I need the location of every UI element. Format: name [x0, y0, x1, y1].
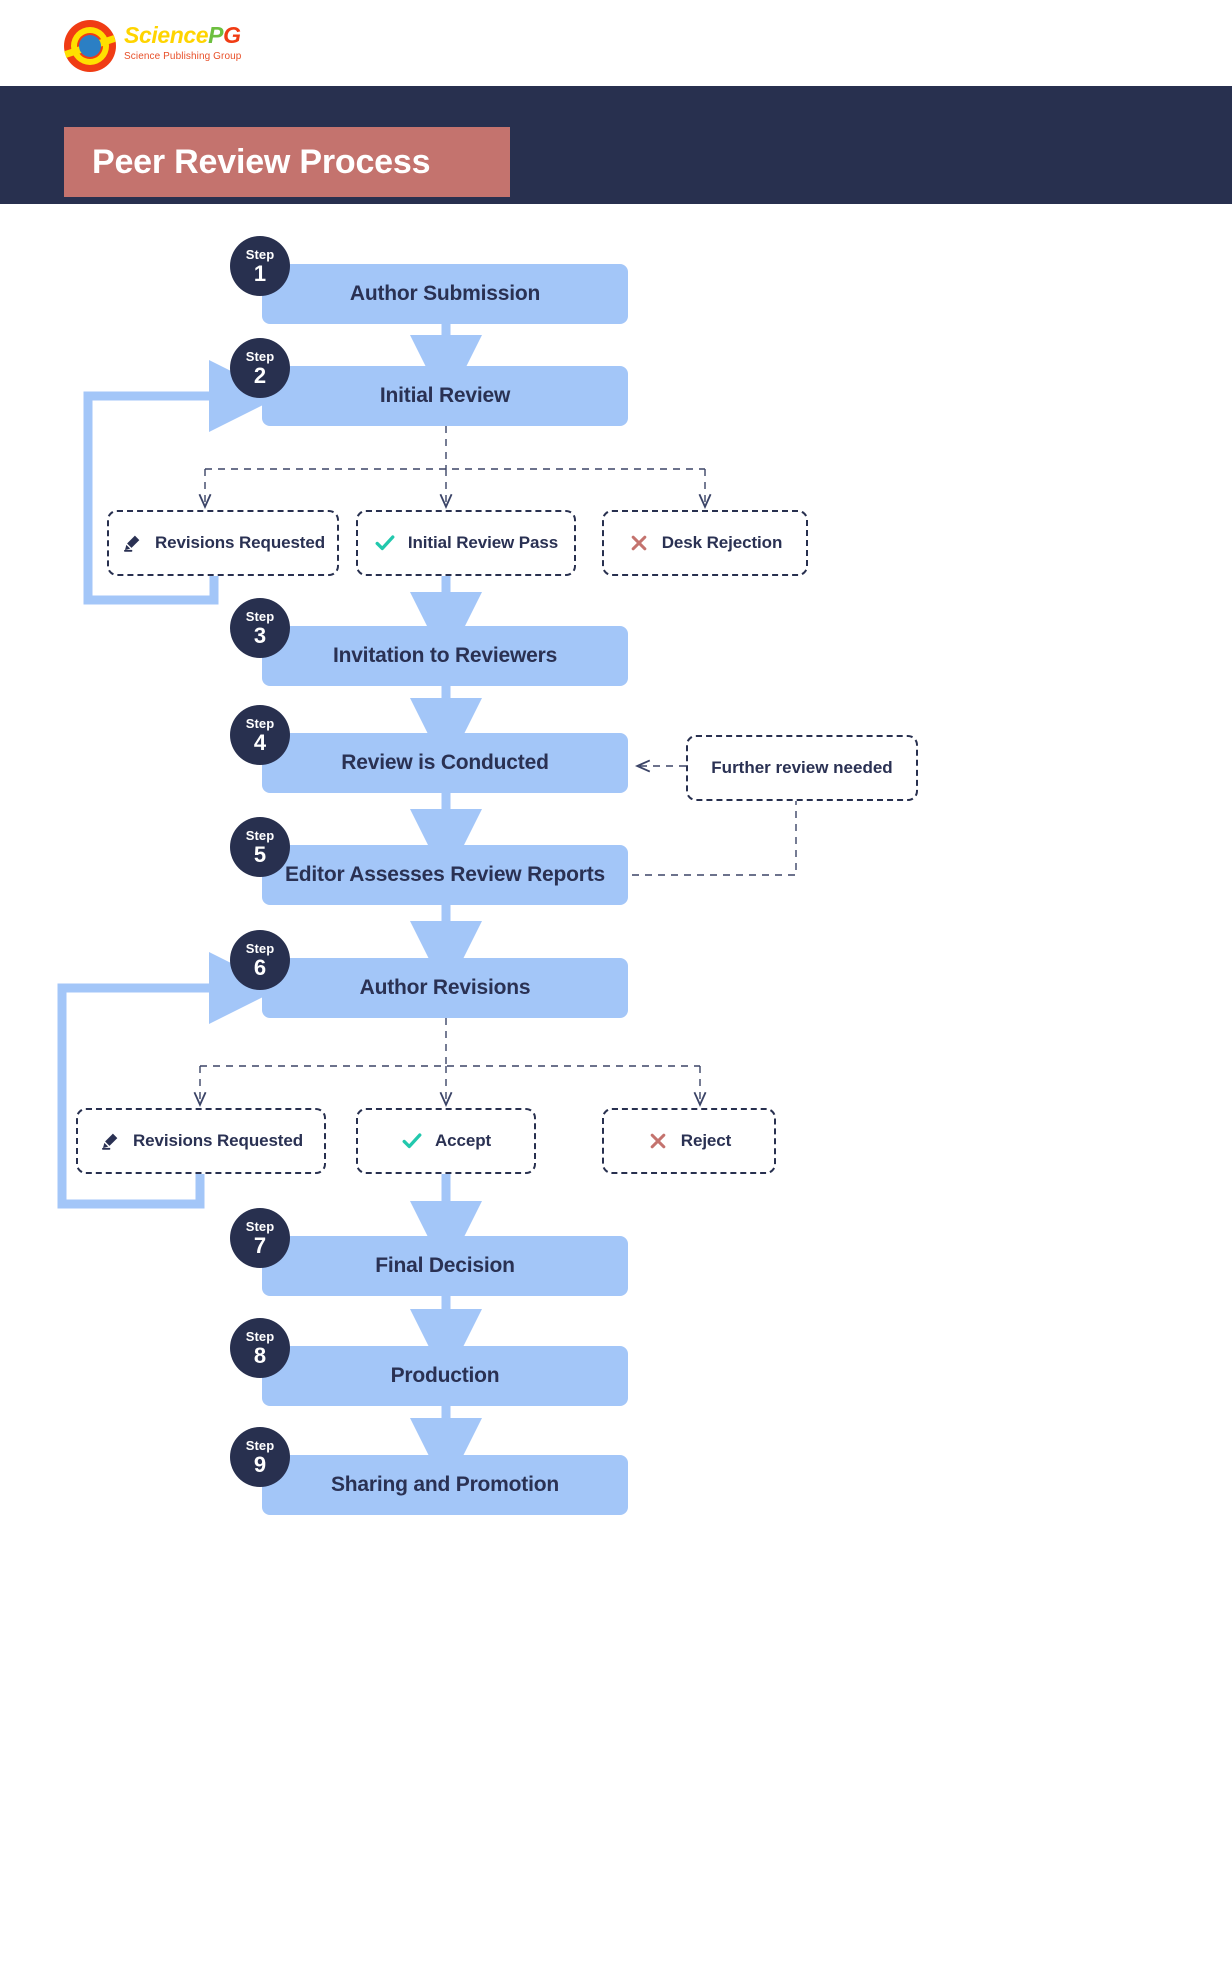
branch-node-initial-review-pass[interactable]: Initial Review Pass: [356, 510, 576, 576]
step-badge-number: 6: [253, 954, 267, 980]
step-badge-label: Step: [245, 1328, 275, 1344]
branch-node-desk-rejection[interactable]: Desk Rejection: [602, 510, 808, 576]
step-badge-7: Step 7: [230, 1208, 290, 1268]
logo-name-science: Science: [124, 22, 209, 48]
step-badge-number: 3: [253, 622, 267, 648]
step-node-author-revisions[interactable]: Author Revisions: [262, 958, 628, 1018]
title-chip: [64, 127, 510, 197]
step-badge-label: Step: [245, 940, 275, 956]
step-node-sharing-and-promotion[interactable]: Sharing and Promotion: [262, 1455, 628, 1515]
pencil-icon: [121, 532, 143, 554]
step-badge-label: Step: [245, 827, 275, 843]
branch-node-revisions-requested-2[interactable]: Revisions Requested: [76, 1108, 326, 1174]
step-node-label: Author Submission: [349, 282, 541, 305]
branch-node-label: Revisions Requested: [132, 1131, 304, 1150]
step-node-label: Production: [390, 1364, 500, 1387]
step-badge-label: Step: [245, 715, 275, 731]
logo-tagline: Science Publishing Group: [124, 51, 242, 62]
step-badge-2: Step 2: [230, 338, 290, 398]
logo-bar: SciencePG Science Publishing Group: [0, 0, 1232, 86]
step-badge-label: Step: [245, 246, 275, 262]
step-node-label: Editor Assesses Review Reports: [284, 863, 606, 886]
branch-node-label: Desk Rejection: [661, 533, 783, 552]
branch-node-revisions-requested-1[interactable]: Revisions Requested: [107, 510, 339, 576]
step-node-label: Final Decision: [375, 1254, 515, 1277]
step-node-invitation-to-reviewers[interactable]: Invitation to Reviewers: [262, 626, 628, 686]
cross-icon: [647, 1130, 669, 1152]
check-icon: [374, 532, 396, 554]
logo-wordmark: SciencePG Science Publishing Group: [124, 22, 294, 64]
step-node-label: Invitation to Reviewers: [332, 644, 558, 667]
branch-node-label: Initial Review Pass: [407, 533, 559, 552]
branch-node-reject[interactable]: Reject: [602, 1108, 776, 1174]
step-node-production[interactable]: Production: [262, 1346, 628, 1406]
step-node-label: Sharing and Promotion: [331, 1473, 559, 1496]
step-badge-number: 9: [253, 1451, 267, 1477]
flow-diagram: Step 1 Author Submission Step 2 Initial …: [0, 204, 1232, 1986]
step-badge-number: 5: [253, 841, 267, 867]
page-title: Peer Review Process: [92, 143, 431, 181]
cross-icon: [628, 532, 650, 554]
logo-name-p: P: [208, 22, 224, 48]
sciencepg-logo: SciencePG Science Publishing Group: [64, 16, 284, 74]
flow-connectors: [57, 324, 797, 1490]
step-badge-5: Step 5: [230, 817, 290, 877]
step-node-initial-review[interactable]: Initial Review: [262, 366, 628, 426]
step-badge-6: Step 6: [230, 930, 290, 990]
branch-node-accept[interactable]: Accept: [356, 1108, 536, 1174]
step-badge-8: Step 8: [230, 1318, 290, 1378]
step-badge-label: Step: [245, 1218, 275, 1234]
branch-node-label: Accept: [434, 1131, 492, 1150]
step-node-label: Initial Review: [379, 384, 511, 407]
step-badge-number: 1: [253, 260, 267, 286]
step-node-label: Review is Conducted: [341, 751, 549, 774]
step-badge-number: 7: [253, 1232, 267, 1258]
step-node-review-is-conducted[interactable]: Review is Conducted: [262, 733, 628, 793]
step-badge-label: Step: [245, 348, 275, 364]
step-badge-label: Step: [245, 608, 275, 624]
check-icon: [401, 1130, 423, 1152]
step-node-editor-assesses-review-reports[interactable]: Editor Assesses Review Reports: [262, 845, 628, 905]
branch-node-label: Reject: [680, 1131, 732, 1150]
pencil-icon: [99, 1130, 121, 1152]
note-node-further-review-needed[interactable]: Further review needed: [686, 735, 918, 801]
step-badge-4: Step 4: [230, 705, 290, 765]
step-badge-9: Step 9: [230, 1427, 290, 1487]
step-badge-1: Step 1: [230, 236, 290, 296]
step-badge-number: 2: [253, 362, 267, 388]
step-badge-number: 8: [253, 1342, 267, 1368]
step-badge-number: 4: [253, 729, 267, 755]
step-node-final-decision[interactable]: Final Decision: [262, 1236, 628, 1296]
note-node-label: Further review needed: [711, 758, 893, 777]
step-badge-label: Step: [245, 1437, 275, 1453]
step-node-label: Author Revisions: [359, 976, 531, 999]
step-node-author-submission[interactable]: Author Submission: [262, 264, 628, 324]
logo-name-g: G: [223, 22, 241, 48]
sciencepg-logo-icon: [64, 20, 116, 72]
step-badge-3: Step 3: [230, 598, 290, 658]
branch-node-label: Revisions Requested: [154, 533, 326, 552]
